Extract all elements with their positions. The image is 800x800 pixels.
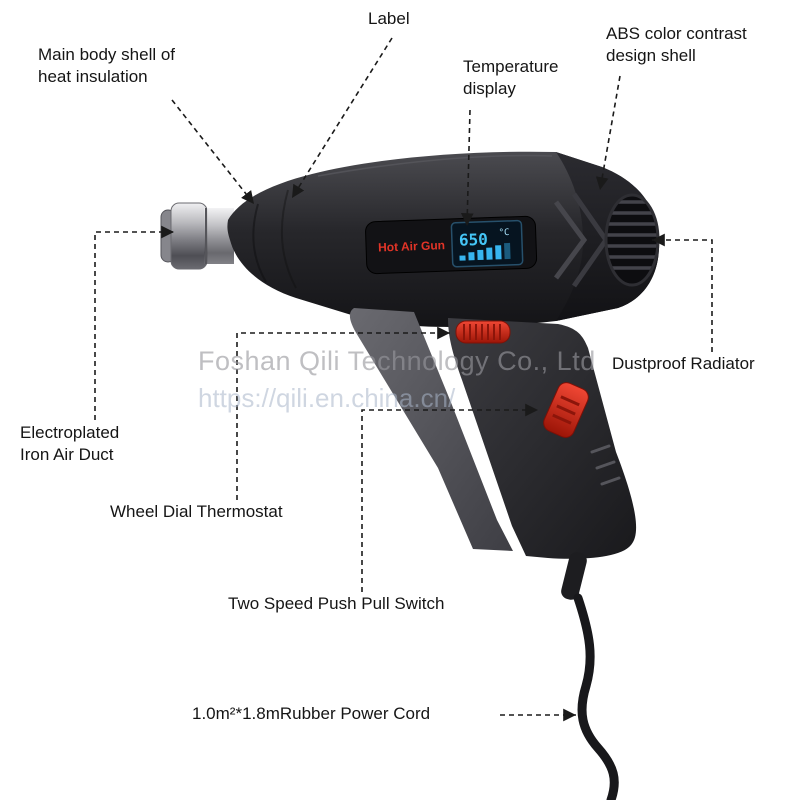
push-pull-switch [543, 382, 589, 438]
shell-chevron [553, 200, 588, 280]
dustproof-radiator [604, 193, 660, 287]
signal-bar [468, 252, 475, 261]
heat-gun: Hot Air Gun 650 °C [160, 151, 660, 800]
callout-air-duct: Electroplated Iron Air Duct [20, 423, 120, 465]
handle-front-strut [349, 308, 513, 551]
grip-vents [590, 444, 621, 486]
leader-label [291, 37, 393, 199]
signal-bar [504, 242, 511, 260]
signal-bar [477, 249, 484, 261]
callout-label: Label [368, 9, 410, 28]
air-duct-nozzle [160, 202, 234, 270]
callout-wheel-dial-thermostat: Wheel Dial Thermostat [110, 502, 283, 521]
watermark-url: https://qili.en.china.cn/ [198, 383, 456, 413]
callout-dustproof-radiator: Dustproof Radiator [612, 354, 755, 373]
callout-two-speed-switch: Two Speed Push Pull Switch [228, 594, 445, 613]
leader-air-duct [94, 225, 174, 420]
leader-temperature [460, 109, 474, 227]
callout-abs-shell: ABS color contrast design shell [606, 24, 747, 66]
control-panel: Hot Air Gun 650 °C [365, 215, 538, 275]
callout-leader-lines [94, 37, 713, 722]
signal-bar [495, 245, 502, 260]
handle-grip [448, 318, 637, 559]
leader-dustproof [652, 233, 713, 352]
watermark-company: Foshan Qili Technology Co., Ltd [198, 346, 596, 376]
temp-value: 650 [459, 230, 489, 250]
brand-label: Hot Air Gun [378, 238, 445, 254]
leader-push-switch [361, 403, 538, 592]
temp-unit: °C [499, 228, 510, 238]
leader-wheel-dial [236, 326, 450, 500]
callout-power-cord: 1.0m²*1.8mRubber Power Cord [192, 704, 431, 723]
power-cord [561, 552, 619, 800]
callout-temperature-display: Temperature display [463, 57, 559, 99]
signal-bar [486, 247, 493, 260]
leader-main-body [171, 99, 255, 205]
leader-abs-shell [595, 75, 621, 191]
wheel-dial [455, 320, 511, 344]
callout-main-body-shell: Main body shell of heat insulation [38, 45, 176, 87]
temperature-display: 650 °C [450, 219, 524, 268]
signal-bar [459, 255, 466, 261]
